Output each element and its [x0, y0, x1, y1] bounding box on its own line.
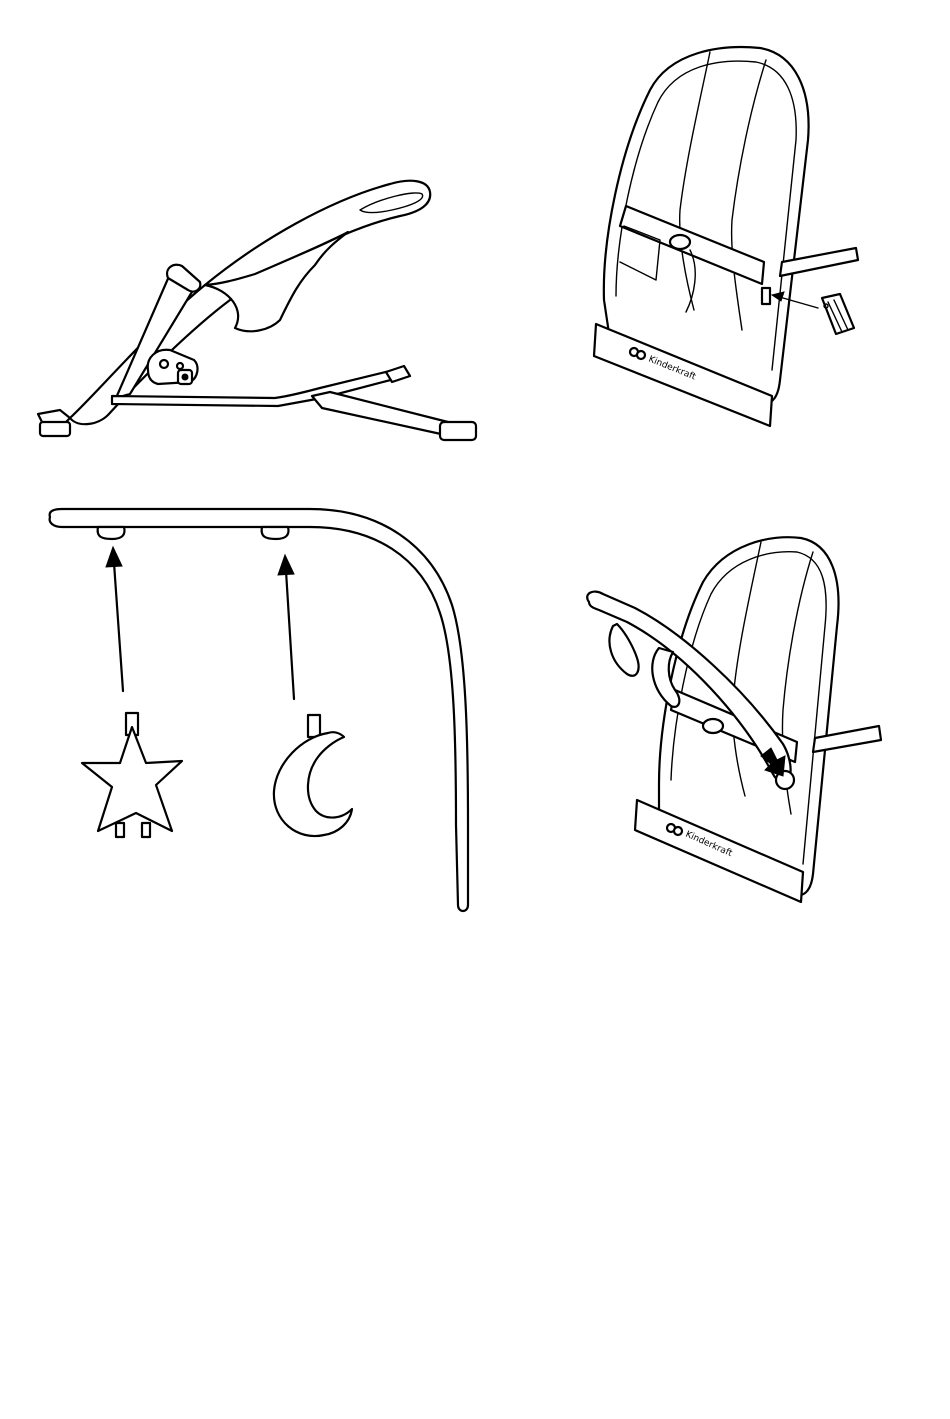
blank-page-area — [0, 930, 950, 1419]
front-foot — [440, 422, 476, 440]
moon-toy — [274, 715, 352, 836]
star-toy — [82, 713, 182, 837]
fabric-tag — [822, 294, 854, 334]
assembled-figure: Kinderkraft — [575, 530, 895, 915]
bouncer-frame-figure — [30, 170, 500, 460]
assembled-band-logo — [703, 719, 723, 733]
tag-slot — [762, 288, 770, 304]
band-logo — [670, 235, 690, 249]
seat-cover-figure: Kinderkraft — [590, 40, 870, 440]
toy-bar-figure — [40, 505, 480, 925]
lock-mechanism — [148, 350, 198, 384]
hook-right — [262, 527, 289, 539]
hook-left — [98, 527, 125, 539]
arrow-star-to-hook — [106, 547, 123, 691]
front-stub — [386, 366, 410, 382]
assembled-star-toy — [609, 624, 638, 676]
arrow-moon-to-hook — [278, 555, 294, 699]
rear-foot — [40, 422, 70, 436]
toy-bar — [50, 509, 468, 911]
